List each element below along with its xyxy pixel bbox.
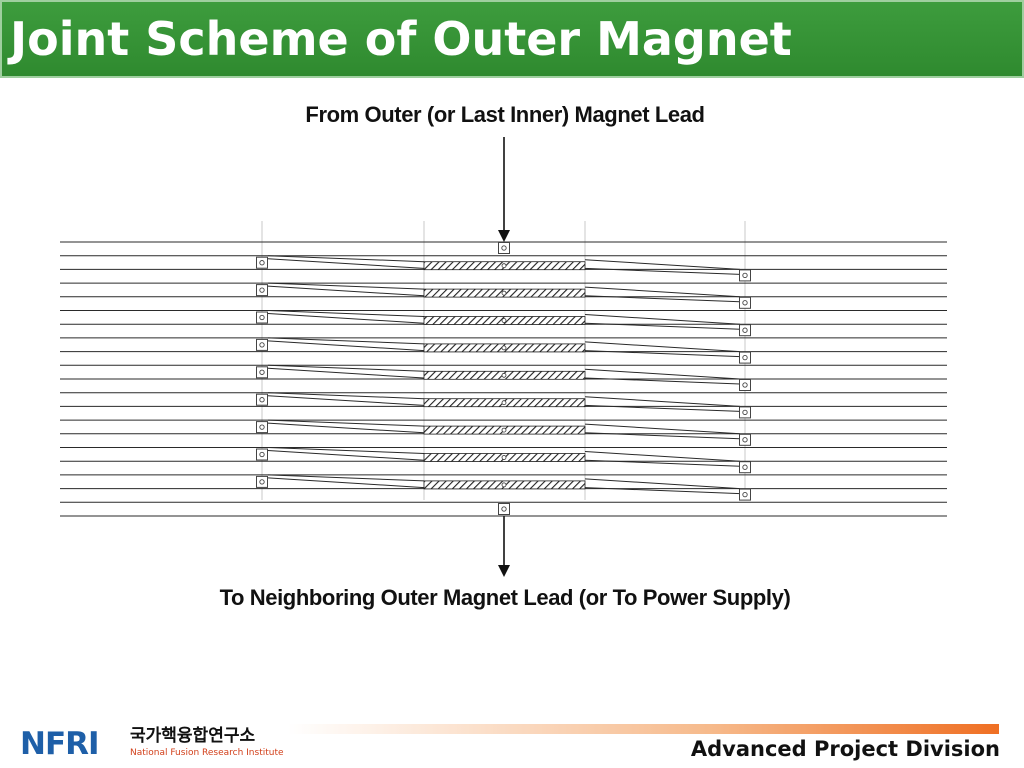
joint-bolt (501, 372, 507, 378)
crossing-line (267, 367, 425, 379)
crossing-line (267, 310, 425, 317)
right-terminal (739, 406, 751, 419)
right-terminal (739, 461, 751, 474)
crossing-line (584, 314, 741, 325)
left-terminal (256, 475, 268, 488)
left-terminal-hole (259, 424, 265, 430)
left-terminal-hole (259, 451, 265, 458)
crossing-line (267, 258, 425, 269)
right-terminal (739, 379, 751, 391)
right-terminal-hole (742, 300, 748, 306)
left-terminal-hole (259, 479, 265, 485)
left-terminal-hole (259, 314, 265, 321)
left-terminal (256, 421, 268, 434)
right-terminal-hole (742, 354, 748, 361)
crossing-line (267, 419, 425, 427)
left-terminal-hole (259, 397, 265, 403)
crossing-line (584, 377, 741, 385)
joint-bolt (501, 427, 507, 433)
bottom-lead-label: To Neighboring Outer Magnet Lead (or To … (219, 585, 791, 610)
crossing-line (267, 392, 425, 400)
logo-korean-name: 국가핵융합연구소 (130, 726, 256, 746)
crossing-line (584, 267, 741, 275)
logo-mark: NFRI (20, 726, 100, 762)
bottom-arrow-head (498, 565, 510, 577)
right-terminal (739, 488, 751, 501)
right-terminal-hole (742, 437, 748, 443)
right-terminal (739, 351, 751, 364)
right-terminal-hole (742, 382, 748, 388)
footer-accent-bar (288, 724, 999, 734)
right-terminal-hole (742, 327, 748, 333)
crossing-line (584, 259, 741, 270)
crossing-line (584, 368, 741, 380)
bottom-lead-terminal (498, 503, 510, 515)
crossing-line (267, 364, 425, 372)
crossing-line (267, 447, 425, 454)
crossing-line (584, 396, 741, 407)
top-lead-terminal-hole (501, 245, 507, 251)
left-terminal (256, 284, 268, 297)
left-terminal-hole (259, 287, 265, 293)
crossing-line (584, 404, 741, 412)
crossing-line (584, 350, 741, 358)
left-terminal (256, 256, 268, 269)
joint-bolt (501, 263, 507, 269)
crossing-line (584, 341, 741, 353)
joint-bolt (501, 455, 507, 460)
left-terminal-hole (259, 369, 265, 375)
crossing-line (584, 459, 741, 467)
left-terminal-hole (259, 342, 265, 348)
crossing-line (267, 422, 425, 434)
crossing-line (267, 474, 425, 482)
right-terminal-hole (742, 409, 748, 416)
crossing-line (267, 337, 425, 345)
right-terminal-hole (742, 464, 748, 470)
right-terminal (739, 324, 751, 337)
left-terminal (256, 366, 268, 379)
crossing-line (584, 432, 741, 440)
left-terminal (256, 311, 268, 324)
logo-english-name: National Fusion Research Institute (130, 748, 284, 758)
top-lead-terminal (498, 242, 510, 254)
crossing-line (584, 487, 741, 495)
right-terminal (739, 296, 751, 309)
right-terminal-hole (742, 491, 748, 498)
left-terminal-hole (259, 260, 265, 266)
left-terminal (256, 393, 268, 406)
joint-bolt (501, 482, 507, 488)
crossing-line (267, 395, 425, 406)
joint-bolt (501, 400, 507, 406)
crossing-line (584, 451, 741, 462)
crossing-line (267, 477, 425, 489)
crossing-line (584, 478, 741, 490)
crossing-line (584, 423, 741, 435)
bottom-lead-terminal-hole (501, 506, 507, 512)
top-arrow-head (498, 230, 510, 242)
right-terminal-hole (742, 272, 748, 279)
right-terminal (739, 433, 751, 446)
nfri-logo: NFRI 국가핵융합연구소 National Fusion Research I… (20, 726, 284, 762)
crossing-line (267, 450, 425, 461)
left-terminal (256, 338, 268, 351)
joint-bolt (501, 290, 507, 296)
title-bar: Joint Scheme of Outer Magnet (0, 0, 1024, 78)
left-terminal (256, 448, 268, 461)
crossing-line (267, 282, 425, 290)
joint-bolt (501, 345, 507, 351)
division-name: Advanced Project Division (690, 737, 1000, 761)
slide-title: Joint Scheme of Outer Magnet (10, 12, 792, 66)
crossing-line (267, 313, 425, 324)
right-terminal (739, 269, 751, 282)
crossing-line (584, 322, 741, 330)
crossing-line (267, 340, 425, 352)
top-lead-label: From Outer (or Last Inner) Magnet Lead (305, 102, 705, 127)
crossing-line (267, 255, 425, 263)
crossing-line (584, 286, 741, 298)
joint-bolt (501, 318, 507, 323)
crossing-line (267, 285, 425, 297)
crossing-line (584, 295, 741, 303)
